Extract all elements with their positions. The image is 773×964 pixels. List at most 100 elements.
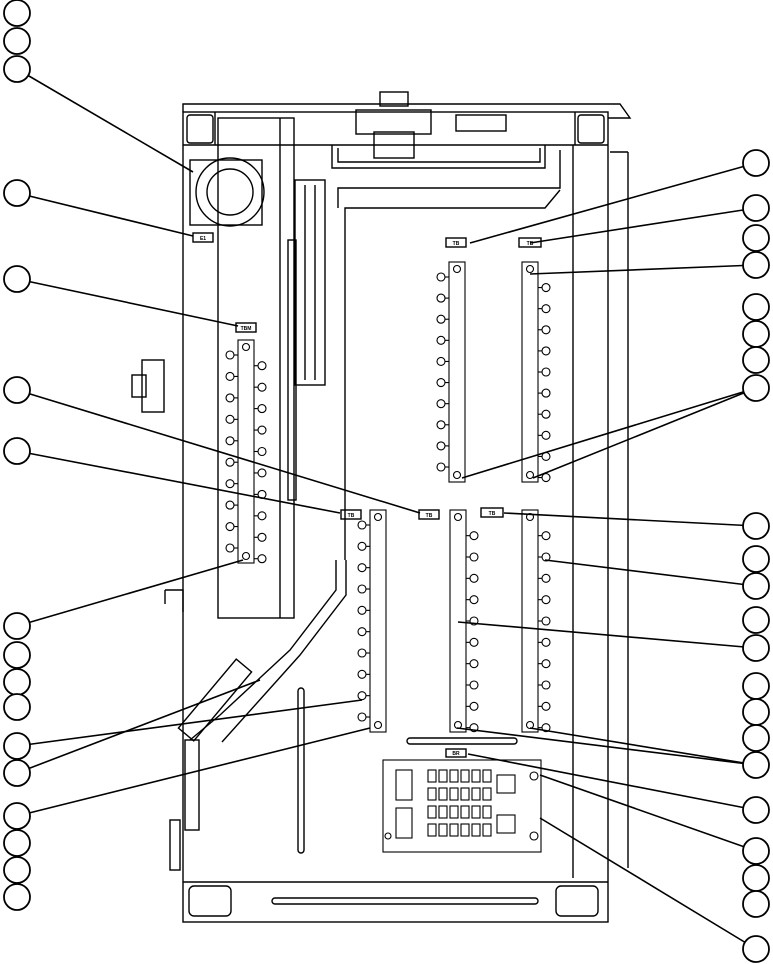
leader-line: [529, 264, 757, 275]
strip-screw: [452, 470, 462, 480]
callout-bubble: [3, 829, 31, 857]
terminal-screw: [257, 361, 267, 371]
callout-bubble: [3, 376, 31, 404]
terminal-screw: [541, 367, 551, 377]
leader-line: [16, 559, 244, 627]
module-screw: [529, 771, 539, 781]
strip-screw: [373, 720, 383, 730]
leader-line: [456, 727, 757, 766]
callout-bubble: [3, 883, 31, 911]
terminal-screw: [357, 627, 367, 637]
strip-screw: [373, 512, 383, 522]
terminal-screw: [225, 543, 235, 553]
callout-bubble: [742, 572, 770, 600]
terminal-strip: [449, 509, 479, 733]
module-relay: [449, 769, 459, 783]
callout-bubble: [3, 759, 31, 787]
terminal-strip: [521, 261, 551, 483]
callout-bubble: [3, 612, 31, 640]
module-relay: [438, 805, 448, 819]
leader-line: [539, 817, 757, 950]
module-relay: [482, 823, 492, 837]
callout-bubble: [3, 693, 31, 721]
strip-screw: [525, 264, 535, 274]
callout-bubble: [742, 724, 770, 752]
terminal-screw: [541, 325, 551, 335]
terminal-screw: [541, 680, 551, 690]
strip-screw: [452, 264, 462, 274]
terminal-screw: [257, 532, 267, 542]
terminal-screw: [541, 531, 551, 541]
strip-screw: [241, 551, 251, 561]
module-relay: [438, 823, 448, 837]
callout-bubble: [3, 27, 31, 55]
terminal-screw: [436, 293, 446, 303]
terminal-screw: [257, 382, 267, 392]
terminal-screw: [436, 441, 446, 451]
terminal-screw: [436, 314, 446, 324]
terminal-screw: [436, 356, 446, 366]
tag-label-tb-mid-3: TB: [489, 511, 496, 517]
terminal-screw: [225, 457, 235, 467]
leader-line: [529, 727, 757, 766]
strip-screw: [453, 512, 463, 522]
tag-label-tb-mid-2: TB: [426, 513, 433, 519]
terminal-screw: [469, 595, 479, 605]
module-screw: [384, 832, 392, 840]
module-relay: [427, 805, 437, 819]
terminal-screw: [257, 511, 267, 521]
module-body: [382, 759, 542, 853]
terminal-screw: [357, 605, 367, 615]
terminal-strip: [521, 509, 551, 733]
terminal-screw: [225, 479, 235, 489]
leader-line: [469, 162, 757, 244]
callout-bubble: [742, 796, 770, 824]
module-relay: [482, 787, 492, 801]
terminal-strip: [225, 339, 267, 564]
terminal-screw: [257, 404, 267, 414]
module-chip: [496, 814, 516, 834]
module-relay: [460, 769, 470, 783]
callout-bubble: [742, 293, 770, 321]
module-connector: [395, 769, 413, 801]
callout-bubble: [742, 346, 770, 374]
module-relay: [471, 787, 481, 801]
callout-bubble: [3, 732, 31, 760]
terminal-screw: [257, 468, 267, 478]
terminal-screw: [541, 430, 551, 440]
tag-label-tb-upper-2: TB: [527, 241, 534, 247]
strip-screw: [525, 470, 535, 480]
leader-line: [467, 753, 757, 811]
callout-bubble: [3, 802, 31, 830]
leader-lines: [16, 68, 757, 950]
terminal-screw: [357, 669, 367, 679]
terminal-screw: [541, 616, 551, 626]
cabinet-outline: [131, 91, 632, 923]
terminal-screw: [541, 659, 551, 669]
terminal-screw: [436, 420, 446, 430]
leader-line: [16, 679, 261, 774]
terminal-screw: [469, 531, 479, 541]
module-relay: [449, 805, 459, 819]
module-relay: [438, 787, 448, 801]
bottom-module: [382, 759, 542, 853]
module-relay: [427, 823, 437, 837]
terminal-screw: [225, 371, 235, 381]
strip-body: [369, 509, 387, 733]
terminal-screw: [541, 409, 551, 419]
terminal-screw: [469, 659, 479, 669]
tag-label-tb-upper-1: TB: [453, 241, 460, 247]
module-relay: [438, 769, 448, 783]
terminal-screw: [357, 520, 367, 530]
terminal-screw: [357, 584, 367, 594]
terminal-screw: [469, 701, 479, 711]
callout-bubble: [742, 864, 770, 892]
module-relay: [471, 769, 481, 783]
callout-bubble: [742, 251, 770, 279]
terminal-screw: [225, 436, 235, 446]
callout-bubble: [742, 224, 770, 252]
leader-line: [16, 727, 371, 817]
tag-label-e1: E1: [200, 236, 206, 242]
terminal-screw: [436, 378, 446, 388]
